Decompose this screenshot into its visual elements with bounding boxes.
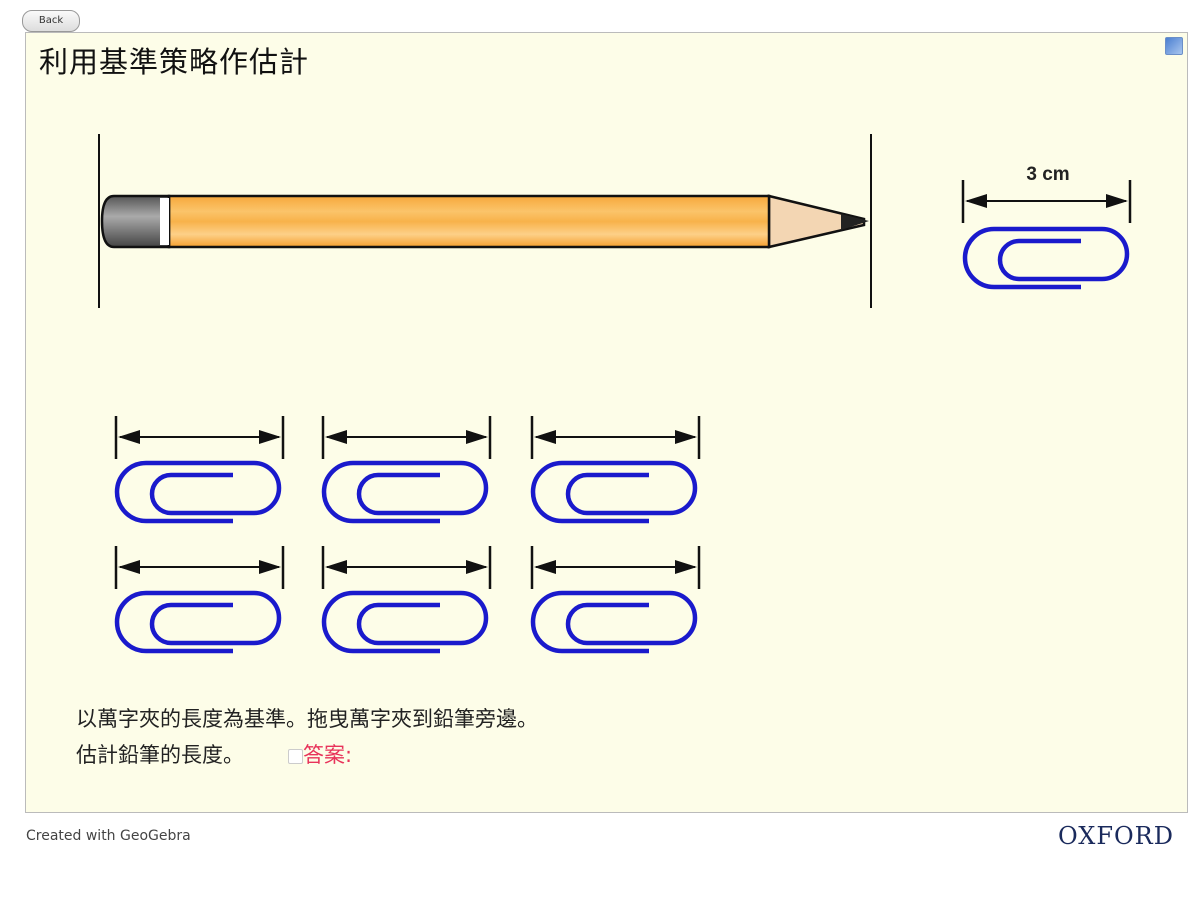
- instruction-line-1: 以萬字夾的長度為基準。拖曳萬字夾到鉛筆旁邊。: [76, 707, 538, 731]
- draggable-paperclip[interactable]: [321, 544, 492, 651]
- reference-paperclip[interactable]: 3 cm: [961, 164, 1132, 287]
- instructions: 以萬字夾的長度為基準。拖曳萬字夾到鉛筆旁邊。 估計鉛筆的長度。 答案:: [76, 701, 538, 773]
- page-title: 利用基準策略作估計: [39, 45, 310, 79]
- pencil: [98, 134, 872, 308]
- back-button[interactable]: Back: [22, 10, 80, 32]
- clip-length-label: 3 cm: [1026, 164, 1069, 185]
- reset-icon[interactable]: [1165, 37, 1183, 55]
- canvas: 3 cm: [98, 134, 1132, 812]
- geogebra-credit: Created with GeoGebra: [26, 828, 191, 844]
- answer-checkbox[interactable]: [288, 748, 303, 764]
- draggable-paperclip[interactable]: [114, 544, 285, 651]
- draggable-paperclip[interactable]: [114, 414, 285, 521]
- oxford-logo: OXFORD: [1058, 822, 1174, 850]
- instruction-line-2: 估計鉛筆的長度。: [76, 743, 244, 767]
- geogebra-applet: 利用基準策略作估計: [25, 32, 1188, 813]
- draggable-paperclip[interactable]: [530, 544, 701, 651]
- answer-label[interactable]: 答案:: [303, 743, 353, 767]
- draggable-paperclip[interactable]: [321, 414, 492, 521]
- draggable-paperclip[interactable]: [530, 414, 701, 521]
